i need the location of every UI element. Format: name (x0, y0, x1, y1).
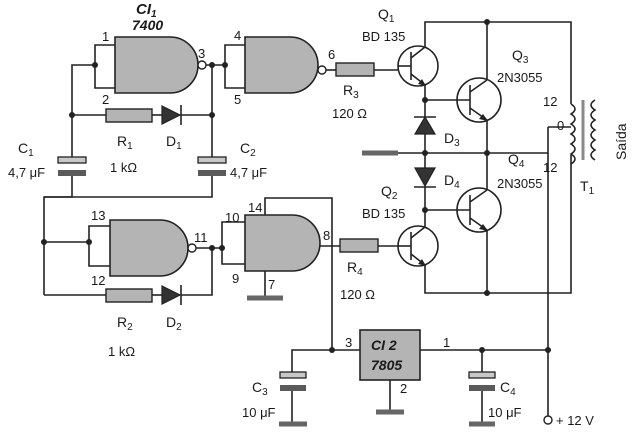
pin-label: 2 (102, 92, 109, 107)
pin-label: 1 (102, 29, 109, 44)
r1-value: 1 kΩ (110, 160, 137, 175)
transistor-q1 (397, 45, 439, 87)
pin-label: 11 (194, 230, 208, 245)
d4-label: D4 (444, 172, 460, 191)
c3-label: C3 (252, 379, 268, 398)
capacitor-c4 (468, 371, 496, 391)
supply-terminal (543, 415, 553, 425)
nand-gate-1 (114, 36, 207, 94)
regulator-ic2 (359, 329, 421, 381)
diode-d3 (413, 115, 437, 135)
pin-label: 7 (268, 277, 275, 292)
pin-label: 2 (400, 381, 407, 396)
pin-label: 4 (234, 28, 241, 43)
output-label: Saída (613, 123, 629, 160)
r3-label: R3 (343, 82, 359, 101)
supply-label: + 12 V (556, 413, 594, 428)
resistor-r1 (105, 108, 153, 123)
q3-part: 2N3055 (497, 70, 543, 85)
d1-label: D1 (166, 133, 182, 152)
vcc-wire (264, 197, 333, 350)
transformer-t1 (569, 99, 597, 165)
q2-label: Q2 (381, 183, 398, 202)
nand-gate-2 (244, 36, 327, 94)
q2-part: BD 135 (362, 206, 405, 221)
c1-value: 4,7 μF (8, 165, 45, 180)
r4-value: 120 Ω (340, 287, 375, 302)
pin-label: 9 (232, 271, 239, 286)
resistor-r2 (105, 288, 153, 303)
c3-value: 10 μF (242, 405, 276, 420)
pin-label: 1 (443, 335, 450, 350)
q4-part: 2N3055 (497, 176, 543, 191)
t1-tap-top: 12 (543, 94, 557, 109)
q1-label: Q1 (378, 6, 395, 25)
transistor-q3 (425, 77, 502, 123)
pin-label: 5 (234, 92, 241, 107)
d3-label: D3 (444, 130, 460, 149)
resistor-r4 (339, 238, 379, 253)
ic2-part: 7805 (371, 357, 402, 373)
nand-gate-4 (244, 214, 321, 272)
diode-d1 (161, 105, 182, 125)
t1-label: T1 (580, 178, 595, 197)
c4-value: 10 μF (488, 405, 522, 420)
pin-label: 6 (328, 47, 335, 62)
c2-value: 4,7 μF (230, 165, 267, 180)
pin-label: 3 (198, 46, 205, 61)
q1-part: BD 135 (362, 29, 405, 44)
r2-label: R2 (117, 314, 133, 333)
r3-value: 120 Ω (332, 106, 367, 121)
resistor-r3 (335, 62, 375, 77)
capacitor-c3 (279, 371, 307, 391)
pin-label: 13 (91, 208, 105, 223)
capacitor-c2 (197, 156, 227, 176)
transistor-q4 (425, 187, 502, 233)
c2-label: C2 (240, 140, 256, 159)
pin-label: 3 (345, 335, 352, 350)
t1-tap-bottom: 12 (543, 160, 557, 175)
transistor-q2 (397, 225, 439, 267)
c4-label: C4 (500, 379, 516, 398)
q4-label: Q4 (508, 151, 525, 170)
ic1-name: CI1 (136, 1, 157, 20)
t1-tap-center: 0 (557, 118, 564, 133)
ic2-name: CI 2 (371, 337, 397, 353)
ic1-part: 7400 (132, 17, 163, 33)
nand-gate-3 (109, 219, 197, 277)
c1-top-wire (71, 64, 95, 160)
capacitor-c1 (57, 156, 87, 176)
pin-label: 10 (225, 210, 239, 225)
d2-label: D2 (166, 314, 182, 333)
pin-label: 14 (248, 200, 262, 215)
pin-label: 8 (323, 228, 330, 243)
diode-d2 (161, 285, 182, 305)
pin-label: 12 (91, 273, 105, 288)
r1-label: R1 (117, 133, 133, 152)
diode-d4 (413, 167, 437, 188)
q3-label: Q3 (512, 47, 529, 66)
c1-label: C1 (18, 140, 34, 159)
r4-label: R4 (347, 259, 363, 278)
r2-value: 1 kΩ (108, 344, 135, 359)
